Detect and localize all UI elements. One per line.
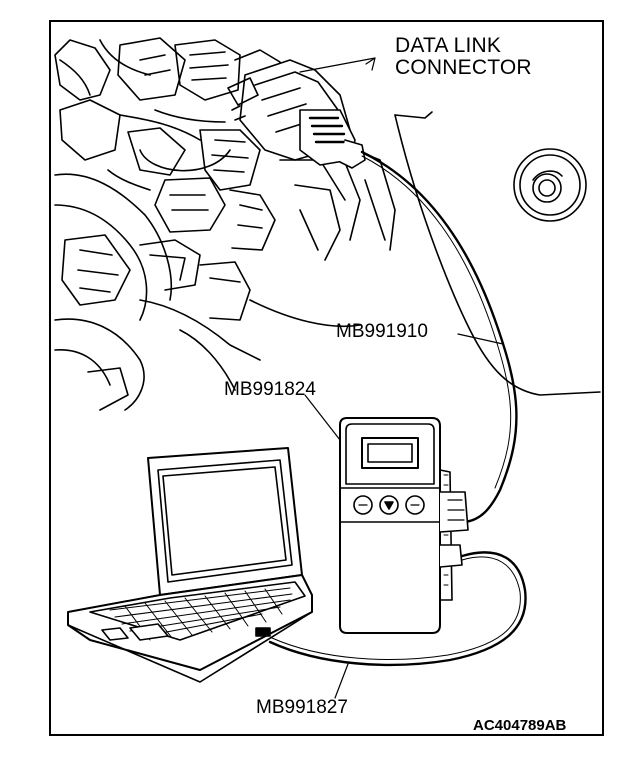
cable-mb991910-inner — [361, 155, 512, 489]
vci-tool-mb991824 — [339, 417, 469, 634]
label-data-link-line2: CONNECTOR — [395, 56, 532, 79]
data-link-connector-plug — [227, 59, 366, 169]
cable-mb991910 — [360, 150, 518, 524]
leader-tick — [365, 57, 376, 71]
laptop — [67, 447, 313, 683]
label-mb991824: MB991824 — [224, 379, 316, 400]
figure-code: AC404789AB — [473, 717, 567, 734]
cable-mb991827-inner — [271, 556, 521, 660]
leader-line-mb991827 — [334, 663, 349, 699]
label-data-link-line1: DATA LINK — [395, 34, 502, 57]
leader-line-data-link — [299, 57, 376, 73]
label-mb991910: MB991910 — [336, 321, 428, 342]
label-mb991827: MB991827 — [256, 697, 348, 718]
leader-line-mb991910 — [457, 333, 504, 345]
leader-line-mb991824 — [304, 394, 341, 441]
cable-mb991827 — [268, 551, 527, 667]
dashboard-background — [54, 37, 601, 411]
